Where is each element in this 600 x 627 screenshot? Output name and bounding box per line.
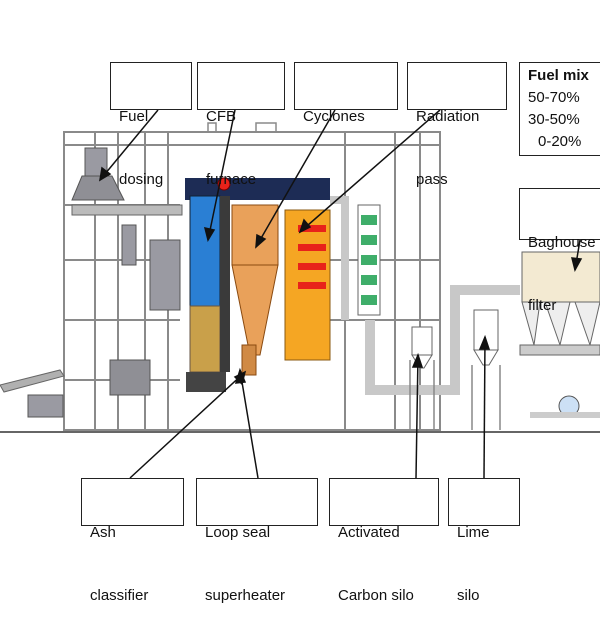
loop-seal-superheater-label-line1: Loop seal [205,524,271,541]
economizer [357,204,381,316]
fuel-dosing-label-line1: Fuel [119,108,149,125]
baghouse-filter-drawing [519,251,600,418]
loop-seal-superheater-label: Loop seal superheater [196,478,318,604]
fuel-mix-row: 50-70% [528,89,580,106]
fuel-mix-title: Fuel mix [528,67,589,84]
radiation-pass [284,209,331,361]
fuel-dosing-label-line2: dosing [119,171,164,188]
cfb-furnace-label-line2: furnace [206,171,257,188]
loop-seal-superheater-label-line2: superheater [205,587,286,604]
cyclones-label-line1: Cyclones [303,108,365,125]
ash-classifier-label-line2: classifier [90,587,149,604]
radiation-pass-label: Radiation pass [407,62,507,188]
cfb-furnace [186,195,230,392]
cfb-furnace-label-line1: CFB [206,108,236,125]
activated-carbon-silo-label-line1: Activated [338,524,400,541]
ash-classifier-label: Ash classifier [81,478,184,604]
baghouse-filter-label-line1: Baghouse [528,234,596,251]
lime-silo-drawing [471,309,501,430]
fuel-mix-box: Fuel mix 50-70% 30-50% 0-20% [519,62,600,156]
plant-diagram [0,109,600,479]
cyclone [231,204,279,376]
fuel-dosing-hopper [0,147,183,418]
roof-vent [207,122,217,133]
activated-carbon-silo-drawing [409,326,435,430]
lime-silo-label-line1: Lime [457,524,490,541]
fuel-mix-row: 30-50% [528,111,580,128]
fuel-dosing-label: Fuel dosing [110,62,192,188]
activated-carbon-silo-label: Activated Carbon silo [329,478,439,604]
ash-classifier-label-line1: Ash [90,524,116,541]
baghouse-filter-label-line2: filter [528,297,557,314]
cyclones-label: Cyclones [294,62,398,125]
radiation-pass-label-line1: Radiation [416,108,480,125]
lime-silo-label-line2: silo [457,587,480,604]
lime-silo-label: Lime silo [448,478,520,604]
cfb-furnace-label: CFB furnace [197,62,285,188]
baghouse-filter-label: Baghouse filter [519,188,600,314]
roof-vent [255,122,277,133]
pointer-lines [98,109,583,479]
fuel-mix-row: 0-20% [538,133,582,150]
activated-carbon-silo-label-line2: Carbon silo [338,587,414,604]
radiation-pass-label-line2: pass [416,171,448,188]
flue-duct [365,285,520,395]
